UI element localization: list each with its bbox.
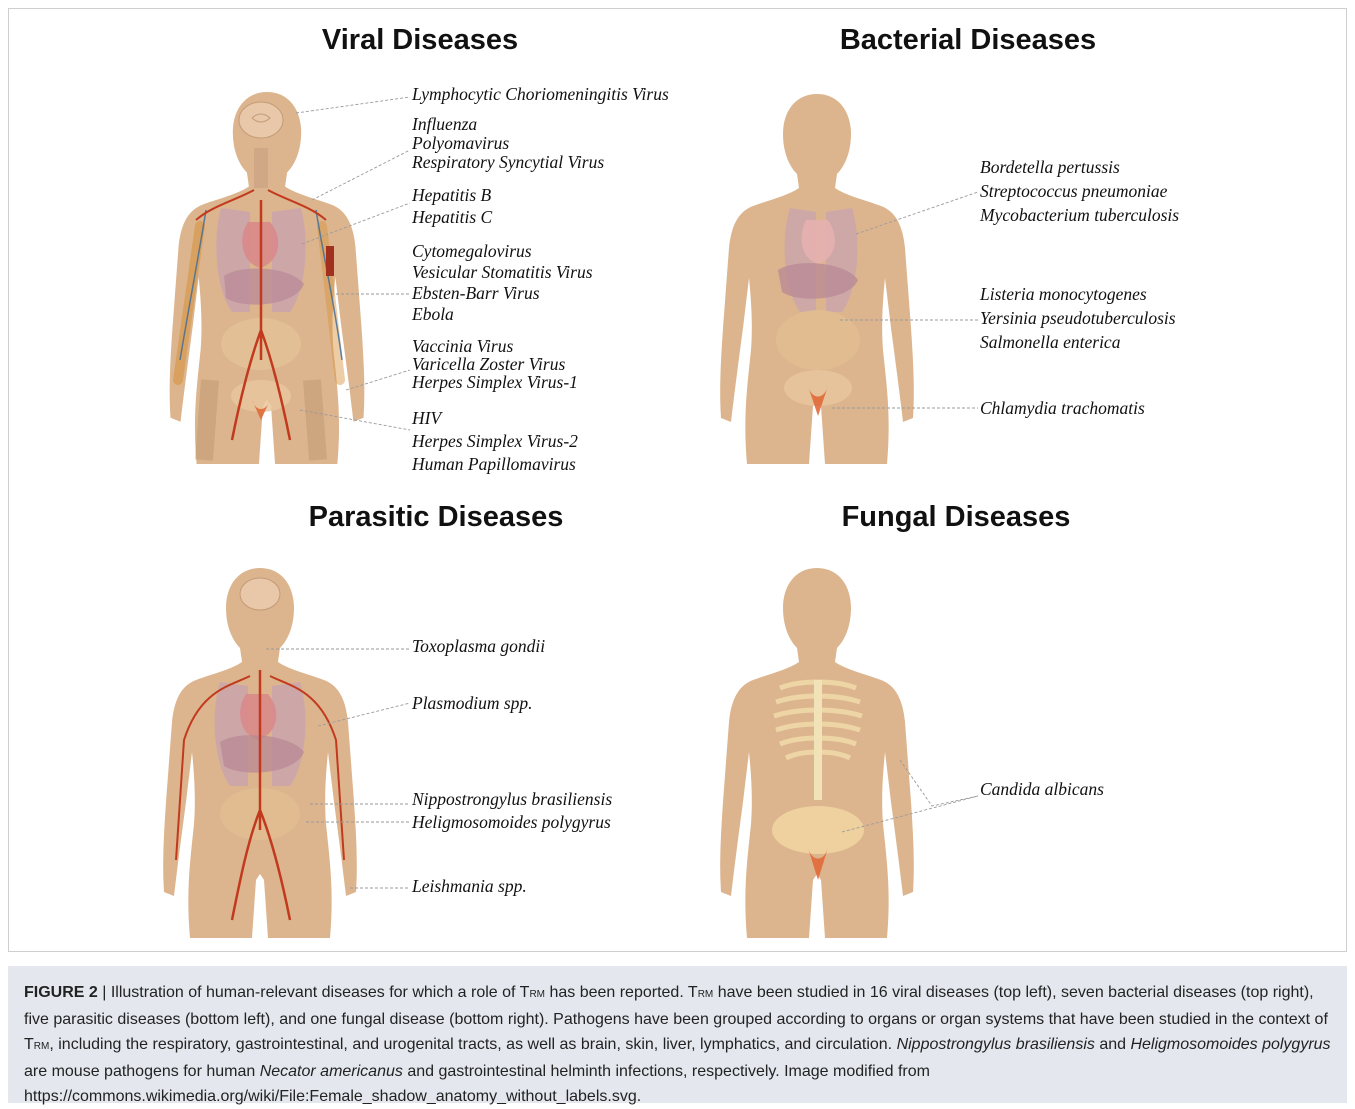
fungal-panel-title: Fungal Diseases xyxy=(842,501,1071,533)
caption-text: , including the respiratory, gastrointes… xyxy=(49,1036,896,1053)
pathogen-label: Cytomegalovirus xyxy=(412,241,532,261)
caption-separator: | xyxy=(98,984,111,1001)
pathogen-label: Chlamydia trachomatis xyxy=(980,398,1145,418)
species-name: Nippostrongylus brasiliensis xyxy=(897,1036,1095,1053)
pathogen-label: Vesicular Stomatitis Virus xyxy=(412,262,593,282)
pathogen-label: Herpes Simplex Virus-2 xyxy=(411,431,578,451)
parasitic-pathogen-labels: Toxoplasma gondii Plasmodium spp. Nippos… xyxy=(411,636,612,896)
pathogen-label: Varicella Zoster Virus xyxy=(412,354,565,374)
pathogen-label: Bordetella pertussis xyxy=(980,157,1120,177)
fungal-body-figure xyxy=(720,568,914,938)
pathogen-label: Hepatitis B xyxy=(411,185,492,205)
pathogen-label: Lymphocytic Choriomeningitis Virus xyxy=(411,84,669,104)
pathogen-label: Toxoplasma gondii xyxy=(412,636,545,656)
pathogen-label: Herpes Simplex Virus-1 xyxy=(411,372,578,392)
pathogen-label: Streptococcus pneumoniae xyxy=(980,181,1168,201)
pathogen-label: Salmonella enterica xyxy=(980,332,1121,352)
caption-text: and xyxy=(1095,1036,1131,1053)
pathogen-label: Ebsten-Barr Virus xyxy=(411,283,540,303)
pathogen-label: Leishmania spp. xyxy=(411,876,527,896)
trm-term: TRM xyxy=(24,1036,49,1053)
species-name: Necator americanus xyxy=(260,1063,403,1080)
bacterial-body-figure xyxy=(720,94,914,464)
viral-body-figure xyxy=(170,92,365,464)
viral-pathogen-labels: Lymphocytic Choriomeningitis Virus Influ… xyxy=(411,84,669,474)
pathogen-label: Hepatitis C xyxy=(411,207,493,227)
pathogen-label: HIV xyxy=(411,408,443,428)
caption-text: has been reported. xyxy=(545,984,688,1001)
parasitic-body-figure xyxy=(163,568,357,938)
pathogen-label: Ebola xyxy=(411,304,454,324)
bacterial-panel-title: Bacterial Diseases xyxy=(840,24,1096,56)
figure-caption: FIGURE 2 | Illustration of human-relevan… xyxy=(8,966,1347,1103)
parasitic-panel-title: Parasitic Diseases xyxy=(309,501,564,533)
caption-text: are mouse pathogens for human xyxy=(24,1063,260,1080)
pathogen-label: Yersinia pseudotuberculosis xyxy=(980,308,1176,328)
pathogen-label: Mycobacterium tuberculosis xyxy=(979,205,1179,225)
pathogen-label: Influenza xyxy=(411,114,477,134)
figure-label: FIGURE 2 xyxy=(24,984,98,1001)
caption-text: Illustration of human-relevant diseases … xyxy=(111,984,520,1001)
pathogen-label: Respiratory Syncytial Virus xyxy=(411,152,604,172)
pathogen-label: Nippostrongylus brasiliensis xyxy=(411,789,612,809)
pathogen-label: Human Papillomavirus xyxy=(411,454,576,474)
trm-term: TRM xyxy=(688,984,713,1001)
pathogen-label: Plasmodium spp. xyxy=(411,693,533,713)
species-name: Heligmosomoides polygyrus xyxy=(1130,1036,1330,1053)
figure-illustration: Viral Diseases Bacterial Diseases Parasi… xyxy=(0,0,1355,960)
pathogen-label: Candida albicans xyxy=(980,779,1104,799)
trm-term: TRM xyxy=(520,984,545,1001)
pathogen-label: Polyomavirus xyxy=(411,133,509,153)
pathogen-label: Vaccinia Virus xyxy=(412,336,513,356)
pathogen-label: Heligmosomoides polygyrus xyxy=(411,812,611,832)
pathogen-label: Listeria monocytogenes xyxy=(979,284,1147,304)
viral-panel-title: Viral Diseases xyxy=(322,24,518,56)
bacterial-pathogen-labels: Bordetella pertussis Streptococcus pneum… xyxy=(979,157,1179,418)
fungal-pathogen-labels: Candida albicans xyxy=(980,779,1104,799)
